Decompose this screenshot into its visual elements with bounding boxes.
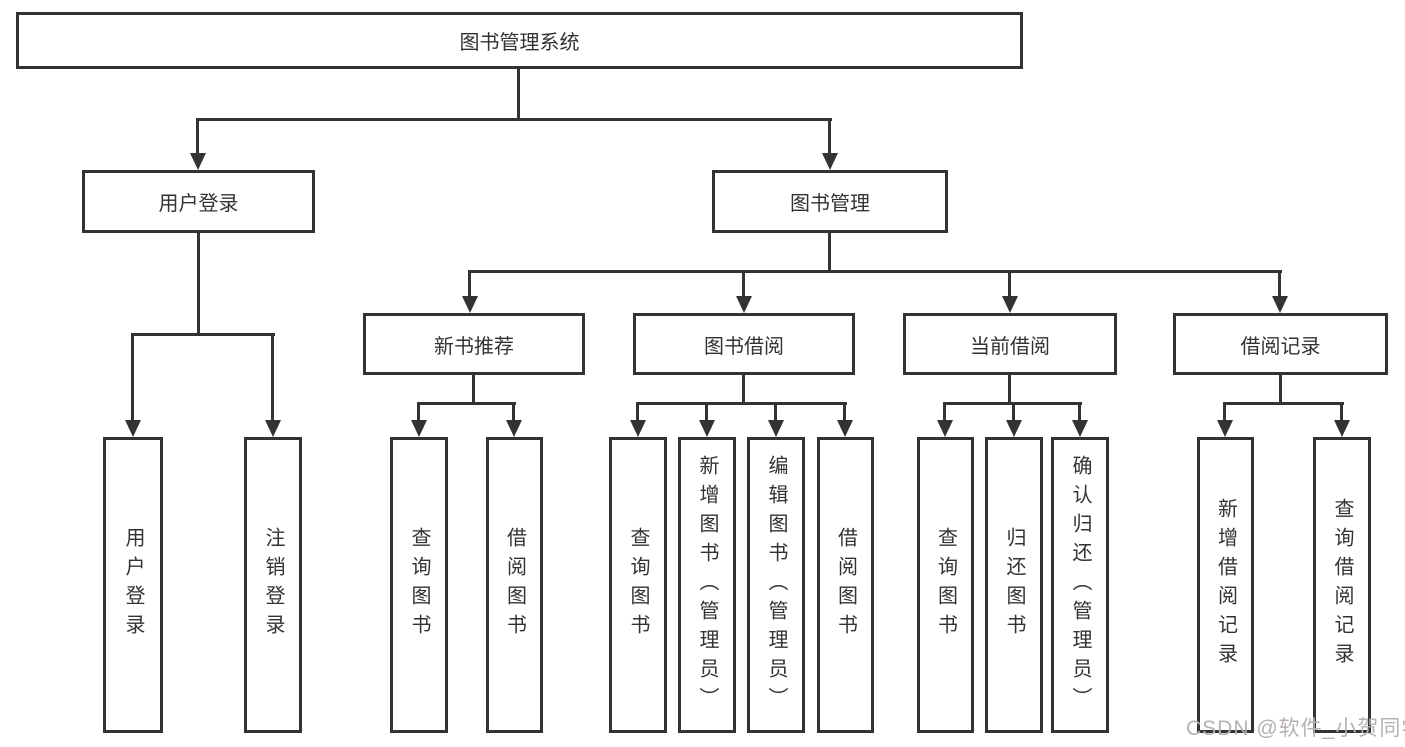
connector-new-book-stem bbox=[472, 375, 475, 404]
leaf-query-books-recommend-label: 查询图书 bbox=[408, 527, 430, 643]
leaf-add-books-admin: 新增图书（管理员） bbox=[678, 437, 736, 733]
arrowhead-icon bbox=[837, 420, 853, 437]
arrowhead-icon bbox=[768, 420, 784, 437]
leaf-user-login: 用户登录 bbox=[103, 437, 163, 733]
connector-to-leaf-user-login bbox=[131, 333, 134, 421]
leaf-user-login-label: 用户登录 bbox=[122, 527, 144, 643]
leaf-add-borrow-record: 新增借阅记录 bbox=[1197, 437, 1254, 733]
connector-user-login-branch bbox=[131, 333, 275, 336]
arrowhead-icon bbox=[265, 420, 281, 437]
leaf-logout-login: 注销登录 bbox=[244, 437, 302, 733]
leaf-return-books: 归还图书 bbox=[985, 437, 1043, 733]
connector-to-user-login bbox=[196, 118, 199, 155]
connector-root-stem bbox=[517, 69, 520, 121]
node-library-system-label: 图书管理系统 bbox=[459, 32, 580, 54]
arrowhead-icon bbox=[1334, 420, 1350, 437]
connector-leaf-stub bbox=[705, 402, 708, 421]
connector-book-borrow-branch bbox=[636, 402, 847, 405]
connector-borrow-records-branch bbox=[1223, 402, 1344, 405]
node-user-login-label: 用户登录 bbox=[158, 193, 239, 215]
arrowhead-icon bbox=[1272, 296, 1288, 313]
leaf-query-books-current-label: 查询图书 bbox=[934, 527, 957, 643]
connector-leaf-stub bbox=[943, 402, 946, 421]
node-new-book-recommend: 新书推荐 bbox=[363, 313, 585, 375]
connector-leaf-stub bbox=[1078, 402, 1081, 421]
connector-leaf-stub bbox=[636, 402, 639, 421]
node-new-book-recommend-label: 新书推荐 bbox=[434, 335, 514, 358]
connector-user-login-stem bbox=[197, 233, 200, 336]
leaf-query-books-borrow: 查询图书 bbox=[609, 437, 667, 733]
arrowhead-icon bbox=[125, 420, 141, 437]
connector-to-current-borrow bbox=[1008, 270, 1011, 297]
arrowhead-icon bbox=[190, 153, 206, 170]
connector-to-new-book-recommend bbox=[468, 270, 471, 297]
leaf-add-books-admin-label: 新增图书（管理员） bbox=[696, 454, 718, 716]
node-borrow-records-label: 借阅记录 bbox=[1240, 335, 1321, 358]
arrowhead-icon bbox=[937, 420, 953, 437]
connector-current-borrow-stem bbox=[1008, 375, 1011, 404]
connector-book-management-stem bbox=[828, 233, 831, 273]
leaf-confirm-return-admin: 确认归还（管理员） bbox=[1051, 437, 1109, 733]
node-borrow-records: 借阅记录 bbox=[1173, 313, 1388, 375]
connector-leaf-stub bbox=[843, 402, 846, 421]
arrowhead-icon bbox=[1072, 420, 1088, 437]
connector-leaf-stub bbox=[1223, 402, 1226, 421]
connector-to-leaf-logout bbox=[271, 333, 274, 421]
arrowhead-icon bbox=[822, 153, 838, 170]
arrowhead-icon bbox=[736, 296, 752, 313]
leaf-return-books-label: 归还图书 bbox=[1003, 527, 1025, 643]
node-current-borrow-label: 当前借阅 bbox=[970, 335, 1050, 358]
connector-new-book-branch bbox=[417, 402, 516, 405]
connector-borrow-records-stem bbox=[1279, 375, 1282, 404]
arrowhead-icon bbox=[506, 420, 522, 437]
leaf-edit-books-admin-label: 编辑图书（管理员） bbox=[765, 454, 787, 716]
leaf-query-borrow-record-label: 查询借阅记录 bbox=[1331, 498, 1353, 672]
node-book-management: 图书管理 bbox=[712, 170, 948, 233]
arrowhead-icon bbox=[411, 420, 427, 437]
arrowhead-icon bbox=[1217, 420, 1233, 437]
leaf-borrow-books-recommend: 借阅图书 bbox=[486, 437, 543, 733]
connector-leaf-stub bbox=[512, 402, 515, 421]
arrowhead-icon bbox=[1006, 420, 1022, 437]
connector-book-management-branch bbox=[468, 270, 1282, 273]
node-current-borrow: 当前借阅 bbox=[903, 313, 1117, 375]
leaf-query-borrow-record: 查询借阅记录 bbox=[1313, 437, 1371, 733]
connector-to-book-borrow bbox=[742, 270, 745, 297]
leaf-query-books-current: 查询图书 bbox=[917, 437, 974, 733]
arrowhead-icon bbox=[462, 296, 478, 313]
leaf-borrow-books-borrow-label: 借阅图书 bbox=[834, 527, 857, 643]
leaf-logout-login-label: 注销登录 bbox=[262, 527, 284, 643]
node-library-system: 图书管理系统 bbox=[16, 12, 1023, 69]
node-book-borrow: 图书借阅 bbox=[633, 313, 855, 375]
node-user-login: 用户登录 bbox=[82, 170, 315, 233]
connector-to-borrow-records bbox=[1278, 270, 1281, 297]
leaf-borrow-books-recommend-label: 借阅图书 bbox=[503, 527, 526, 643]
node-book-borrow-label: 图书借阅 bbox=[704, 335, 784, 358]
arrowhead-icon bbox=[630, 420, 646, 437]
arrowhead-icon bbox=[699, 420, 715, 437]
connector-book-borrow-stem bbox=[742, 375, 745, 404]
leaf-query-books-borrow-label: 查询图书 bbox=[627, 527, 649, 643]
csdn-watermark: CSDN @软件_小贺同学 bbox=[1186, 717, 1405, 740]
leaf-query-books-recommend: 查询图书 bbox=[390, 437, 448, 733]
connector-leaf-stub bbox=[774, 402, 777, 421]
arrowhead-icon bbox=[1002, 296, 1018, 313]
connector-leaf-stub bbox=[1012, 402, 1015, 421]
node-book-management-label: 图书管理 bbox=[790, 193, 870, 215]
leaf-confirm-return-admin-label: 确认归还（管理员） bbox=[1069, 454, 1091, 716]
connector-leaf-stub bbox=[417, 402, 420, 421]
connector-leaf-stub bbox=[1340, 402, 1343, 421]
connector-root-branch bbox=[196, 118, 832, 121]
leaf-edit-books-admin: 编辑图书（管理员） bbox=[747, 437, 805, 733]
leaf-add-borrow-record-label: 新增借阅记录 bbox=[1214, 498, 1237, 672]
connector-to-book-management bbox=[828, 118, 831, 155]
leaf-borrow-books-borrow: 借阅图书 bbox=[817, 437, 874, 733]
